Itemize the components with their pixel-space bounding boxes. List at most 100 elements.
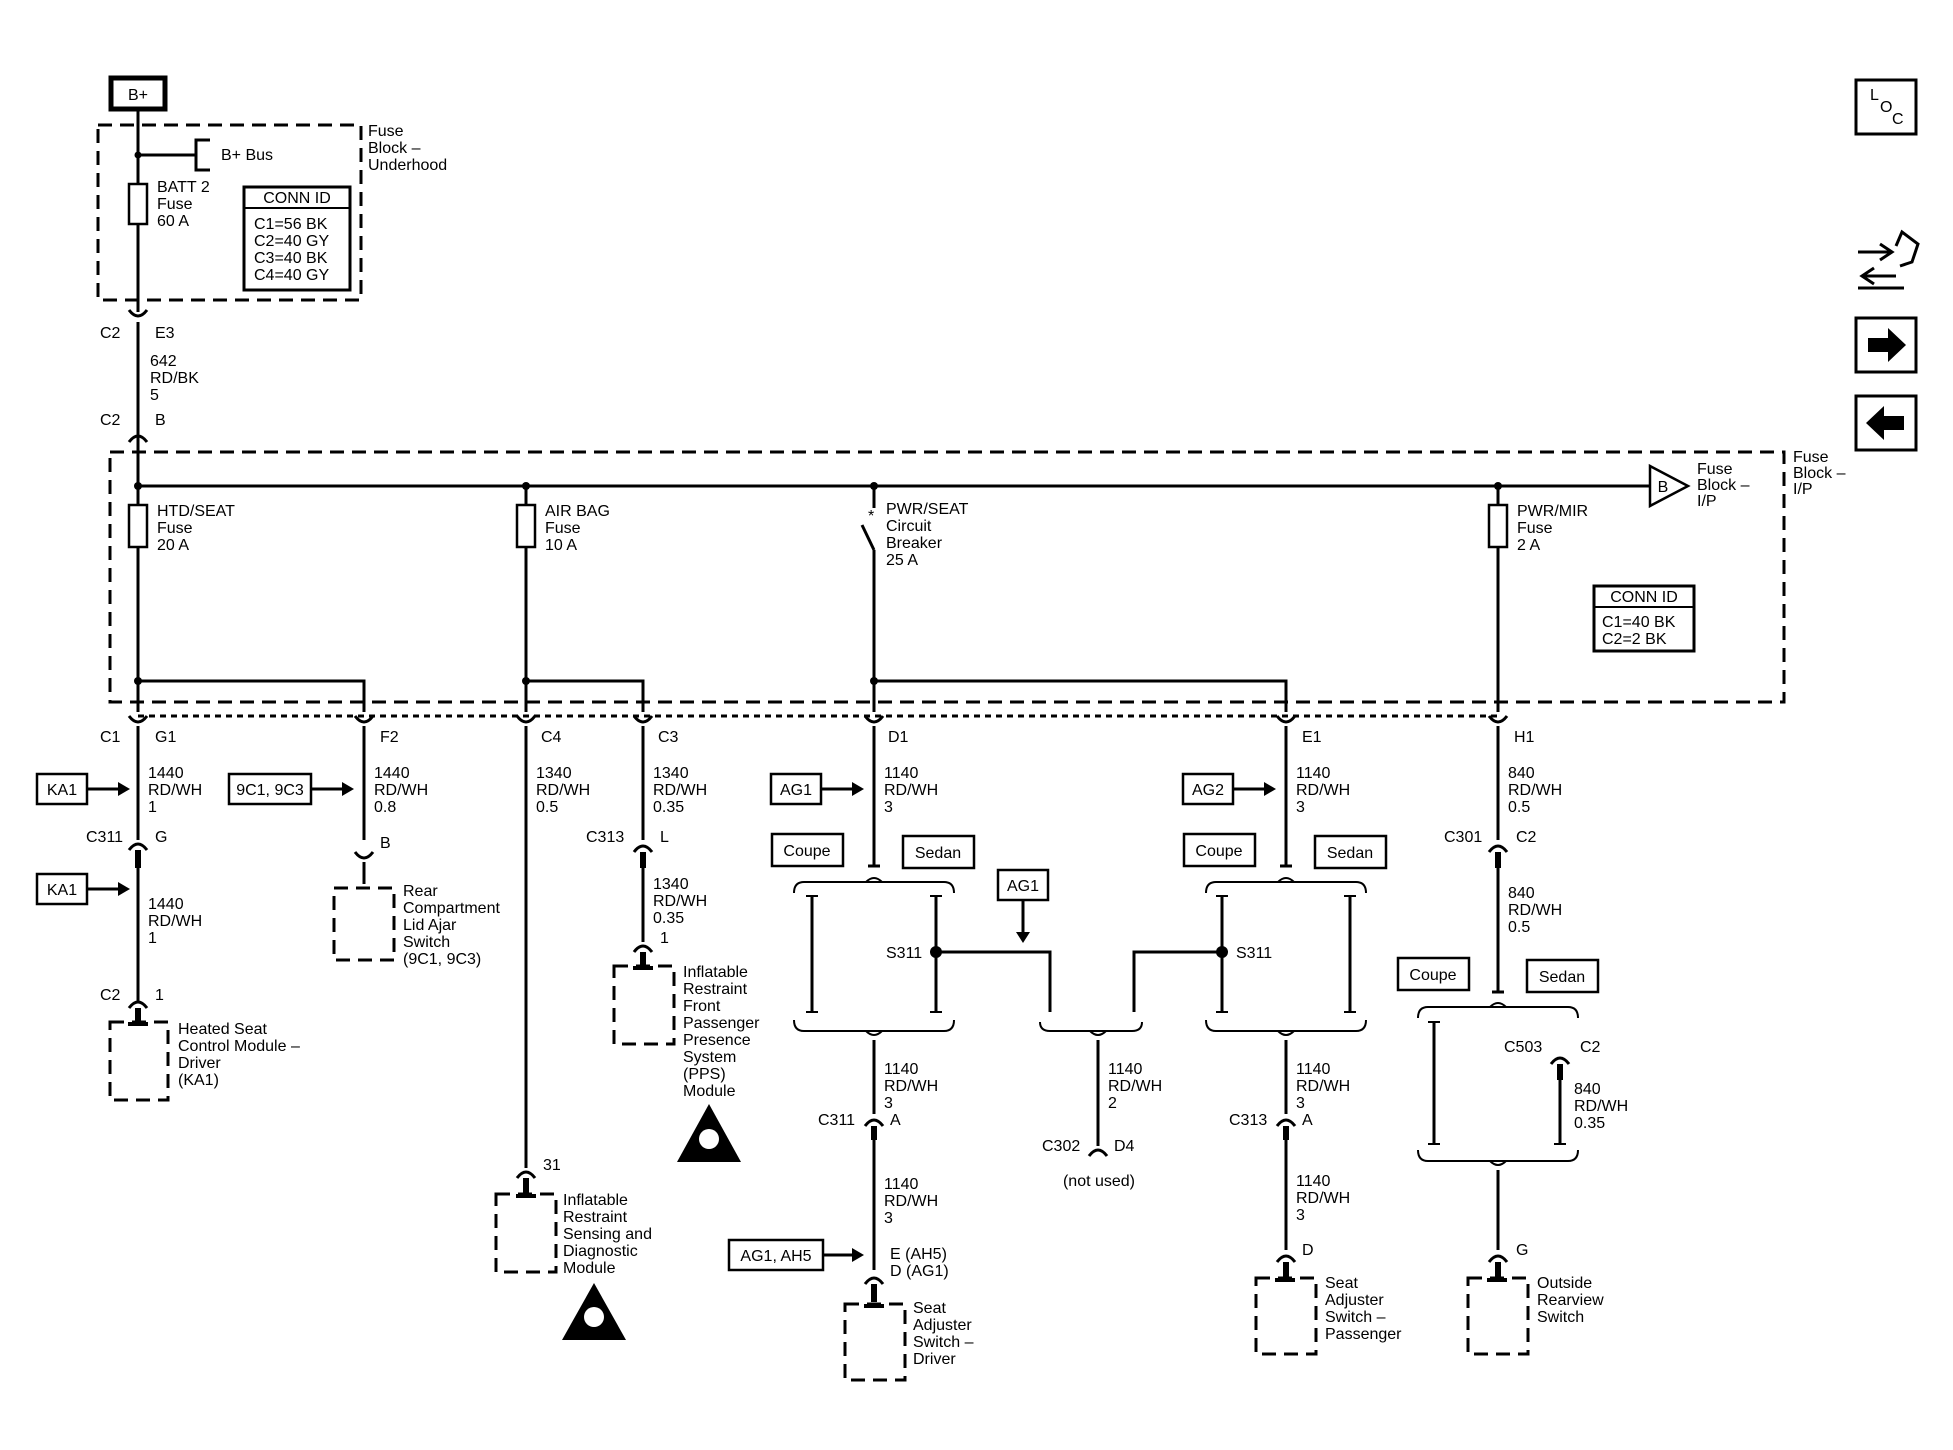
svg-text:*: *	[868, 508, 874, 525]
sdm-name: Sensing and	[563, 1226, 652, 1243]
heated-seat-module-box	[108, 1020, 170, 1102]
wire-1140-size: 2	[1108, 1095, 1117, 1112]
wire-840-num: 840	[1508, 765, 1535, 782]
rear-lid-name: Compartment	[403, 900, 500, 917]
wire-1140-num: 1140	[1108, 1061, 1143, 1078]
option-coupe-3[interactable]	[1396, 956, 1471, 992]
conn-id-uh-row: C2=40 GY	[254, 233, 329, 250]
ref-9c1-9c3[interactable]	[227, 772, 313, 806]
h1-label: H1	[1514, 729, 1535, 746]
fb-ip-2: Block –	[1793, 465, 1846, 482]
fb-uh-1: Fuse	[368, 123, 404, 140]
seat-driver-name: Switch –	[913, 1334, 974, 1351]
sdm-name: Module	[563, 1260, 616, 1277]
fb-ref-1: Fuse	[1697, 461, 1733, 478]
wire-1340-num: 1340	[653, 876, 689, 893]
wire-1140-num: 1140	[1296, 1173, 1331, 1190]
pin-a-label: A	[890, 1112, 901, 1129]
ref-9c1-label: 9C1, 9C3	[236, 782, 304, 799]
wire-1440-color: RD/WH	[148, 913, 202, 930]
seat-pass-name: Adjuster	[1325, 1292, 1384, 1309]
wire-1440-size: 0.8	[374, 799, 396, 816]
outside-rearview-switch-box	[1466, 1276, 1530, 1356]
pwrmir-name: PWR/MIR	[1517, 503, 1588, 520]
wire-1140-size: 3	[884, 1095, 893, 1112]
pps-name: (PPS)	[683, 1066, 726, 1083]
pin-e-ah5-label: E (AH5)	[890, 1246, 947, 1263]
ref-ag1-a-label: AG1	[780, 782, 812, 799]
bplus-label: B+	[128, 87, 148, 104]
fb-ref-3: I/P	[1697, 493, 1717, 510]
c2-label: C2	[100, 987, 121, 1004]
option-sedan-1[interactable]	[901, 834, 976, 870]
wire-1340-color: RD/WH	[653, 782, 707, 799]
seat-adjuster-driver-box	[843, 1302, 907, 1382]
seat-pass-name: Seat	[1325, 1275, 1358, 1292]
wire-1140-num: 1140	[1296, 1061, 1331, 1078]
pwrmir-type: Fuse	[1517, 520, 1553, 537]
pin-g-label: G	[1516, 1242, 1528, 1259]
wire-1140-size: 3	[1296, 799, 1305, 816]
batt2-fuse-symbol	[127, 182, 149, 226]
conn-id-ip-row: C1=40 BK	[1602, 614, 1676, 631]
pin-a-label: A	[1302, 1112, 1313, 1129]
wire-1340-color: RD/WH	[536, 782, 590, 799]
airbag-fuse-symbol	[515, 503, 537, 549]
wire-1140-size: 3	[884, 799, 893, 816]
wire-1140-size: 3	[884, 1210, 893, 1227]
not-used-label: (not used)	[1063, 1173, 1135, 1190]
pwrseat-type1: Circuit	[886, 518, 932, 535]
ref-ka1-a-label: KA1	[47, 782, 77, 799]
airbag-type: Fuse	[545, 520, 581, 537]
conn-id-uh-row: C3=40 BK	[254, 250, 328, 267]
ref-ag1-ah5-label: AG1, AH5	[740, 1248, 811, 1265]
conn-id-ip-title: CONN ID	[1610, 589, 1678, 606]
b-label: B	[155, 412, 166, 429]
e3-label: E3	[155, 325, 175, 342]
fuse-block-ip-ref-triangle	[1648, 463, 1691, 509]
option-coupe-2[interactable]	[1182, 832, 1257, 868]
heated-seat-name-2: Control Module –	[178, 1038, 300, 1055]
wire-1340-size: 0.35	[653, 910, 684, 927]
g1-label: G1	[155, 729, 176, 746]
c1-label: C1	[100, 729, 121, 746]
rear-lid-name: (9C1, 9C3)	[403, 951, 481, 968]
batt2-name: BATT 2	[157, 179, 210, 196]
pwrseat-type2: Breaker	[886, 535, 943, 552]
sdm-name: Restraint	[563, 1209, 628, 1226]
pwrseat-name: PWR/SEAT	[886, 501, 969, 518]
ref-ag2-label: AG2	[1192, 782, 1224, 799]
ref-letter-b: B	[1658, 479, 1669, 496]
wire-840-color: RD/WH	[1508, 782, 1562, 799]
pps-name: Presence	[683, 1032, 751, 1049]
ref-ag1-a[interactable]	[769, 772, 823, 806]
c3-label: C3	[658, 729, 679, 746]
wire-1340-size: 0.35	[653, 799, 684, 816]
arrow-left-button[interactable]	[1854, 394, 1918, 452]
option-sedan-3[interactable]	[1525, 958, 1600, 994]
conn-id-underhood	[242, 185, 352, 292]
pin-b-label: B	[380, 835, 391, 852]
sedan-label: Sedan	[1327, 845, 1373, 862]
wire-1440-color: RD/WH	[148, 782, 202, 799]
loc-button[interactable]: L O C	[1854, 78, 1918, 136]
sdm-box	[494, 1192, 558, 1274]
batt2-rating: 60 A	[157, 213, 189, 230]
s311-label: S311	[886, 945, 922, 962]
g-label: G	[155, 829, 167, 846]
htd-rating: 20 A	[157, 537, 189, 554]
seat-driver-name: Adjuster	[913, 1317, 972, 1334]
batt2-type: Fuse	[157, 196, 193, 213]
arrow-right-button[interactable]	[1854, 316, 1918, 374]
wire-840-size: 0.35	[1574, 1115, 1605, 1132]
seat-adjuster-passenger-box	[1254, 1276, 1318, 1356]
conn-id-uh-title: CONN ID	[263, 190, 331, 207]
c4-label: C4	[541, 729, 562, 746]
connector-wrench-icon[interactable]	[1858, 229, 1920, 290]
option-sedan-2[interactable]	[1313, 834, 1388, 870]
heated-seat-name-1: Heated Seat	[178, 1021, 268, 1038]
wire-1140-num: 1140	[884, 765, 919, 782]
option-coupe-1[interactable]	[770, 832, 845, 868]
e1-label: E1	[1302, 729, 1322, 746]
wire-1140-color: RD/WH	[1296, 1190, 1350, 1207]
